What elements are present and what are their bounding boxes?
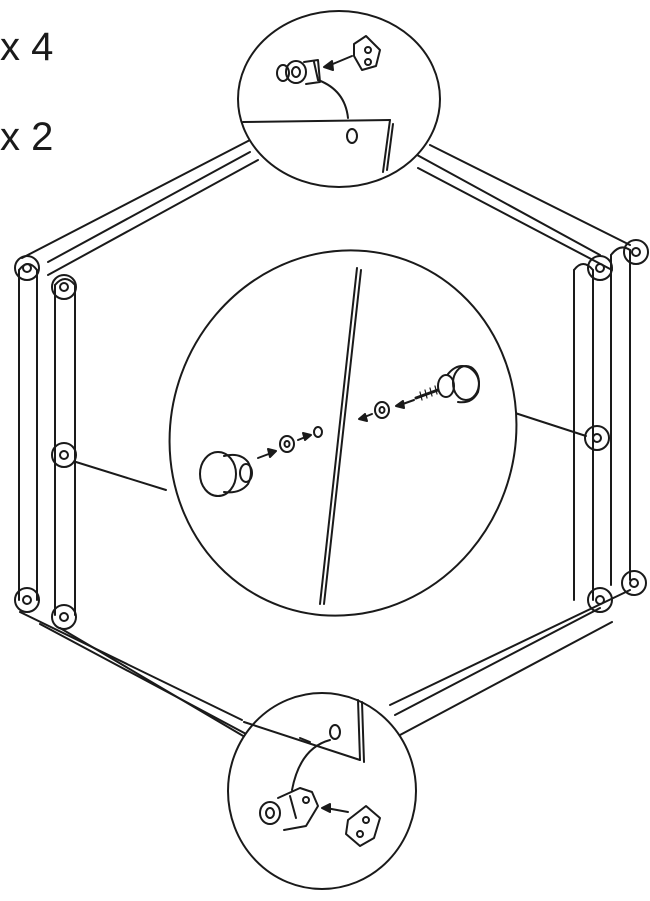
bottom-callout-bracket [227,692,417,890]
cam-fitting-icon [276,59,321,85]
cam-lock-fittings [14,239,649,630]
arrow-icon [358,413,373,422]
quantity-label-bottom: x 2 [0,115,54,159]
leader-line-right [511,411,587,437]
washer-icon [374,401,390,419]
arrow-icon [297,432,312,441]
cam-fitting-icon [259,787,319,831]
cam-lock-icon [14,587,40,613]
cam-lock-icon [51,604,77,630]
knob-right-icon [437,365,480,404]
leader-line-left [75,461,167,491]
bracket-plate-icon [353,35,381,71]
nut-icon [313,426,323,438]
cam-lock-icon [587,255,613,281]
hole-icon [346,128,358,144]
washer-icon [279,435,295,453]
cam-lock-icon [621,570,647,596]
screw-icon [414,385,440,401]
knob-left-icon [199,451,253,497]
top-callout-bracket [237,10,441,188]
cam-lock-icon [14,255,40,281]
arrow-icon [257,448,277,459]
cam-lock-icon [623,239,649,265]
arrow-icon [321,803,349,813]
arrow-icon [323,55,353,71]
cam-lock-icon [51,442,77,468]
bracket-plate-icon [345,805,381,847]
cam-lock-icon [587,587,613,613]
cam-lock-icon [51,274,77,300]
center-callout-knob [168,249,518,617]
hole-icon [329,724,341,740]
quantity-label-top: x 4 [0,25,54,69]
arrow-icon [395,399,415,409]
cam-lock-icon [584,425,610,451]
hexagon-frame [18,139,631,741]
